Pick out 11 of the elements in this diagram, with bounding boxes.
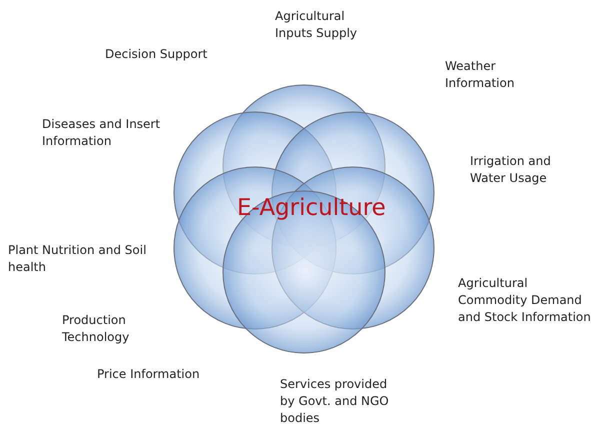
topic-label: Weather Information [445, 58, 516, 92]
topic-label: Irrigation and Water Usage [470, 153, 552, 187]
topic-label: Decision Support [105, 46, 208, 63]
topic-label: Agricultural Inputs Supply [275, 8, 358, 42]
topic-label: Production Technology [62, 312, 130, 346]
topic-label: Agricultural Commodity Demand and Stock Information [458, 275, 591, 326]
topic-label: Plant Nutrition and Soil health [8, 242, 148, 276]
topic-label: Price Information [97, 366, 201, 383]
topic-label: Services provided by Govt. and NGO bodies [280, 376, 390, 424]
topic-label: Diseases and Insert Information [42, 116, 162, 150]
center-title: E-Agriculture [237, 195, 386, 221]
